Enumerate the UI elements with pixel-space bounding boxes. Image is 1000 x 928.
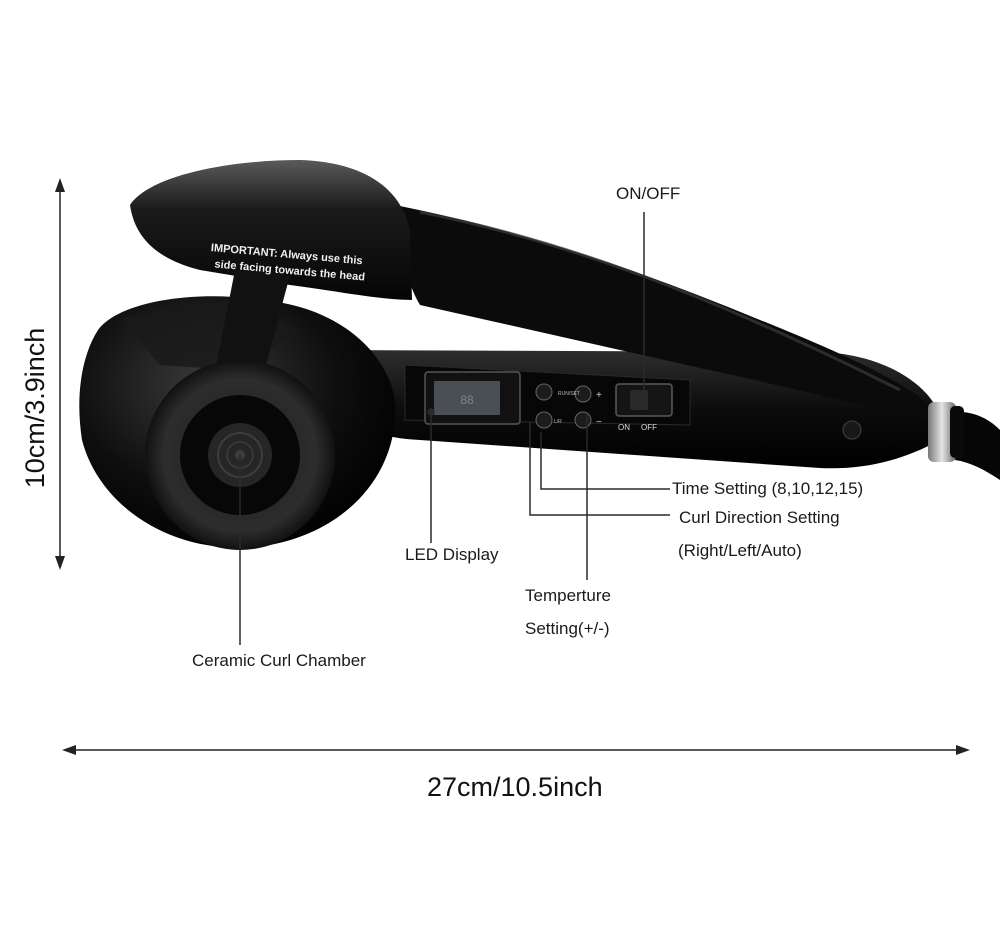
led-display-label: LED Display [405, 545, 499, 564]
on-off-label: ON/OFF [616, 184, 681, 203]
button-lr-label: L/R [554, 419, 562, 425]
control-buttons: RUN/SET L/R + − [535, 383, 602, 429]
ceramic-chamber [79, 270, 396, 550]
switch-off-label: OFF [641, 423, 657, 432]
direction-leader [529, 422, 670, 516]
button-plus-label: + [596, 390, 602, 401]
height-arrow [55, 178, 65, 570]
callout-lines [239, 212, 670, 645]
button-run-label: RUN/SET [558, 391, 580, 397]
curl-direction-label: Curl Direction Setting [679, 508, 840, 527]
side-button [842, 420, 862, 440]
width-arrow [62, 745, 970, 755]
curl-direction-options-label: (Right/Left/Auto) [678, 541, 802, 560]
width-dimension-label: 27cm/10.5inch [427, 772, 603, 802]
temperature-setting-label: Setting(+/-) [525, 619, 610, 638]
button-minus-label: − [596, 417, 602, 428]
upper-arm [395, 205, 930, 420]
time-leader [540, 432, 670, 490]
switch-on-label: ON [618, 423, 630, 432]
svg-text:88: 88 [460, 393, 474, 407]
height-dimension-label: 10cm/3.9inch [20, 327, 50, 489]
temperature-label: Temperture [525, 586, 611, 605]
ceramic-chamber-label: Ceramic Curl Chamber [192, 651, 366, 670]
collar [928, 402, 956, 462]
led-display: 88 [424, 371, 521, 425]
top-head [130, 160, 412, 300]
time-setting-label: Time Setting (8,10,12,15) [672, 479, 864, 498]
